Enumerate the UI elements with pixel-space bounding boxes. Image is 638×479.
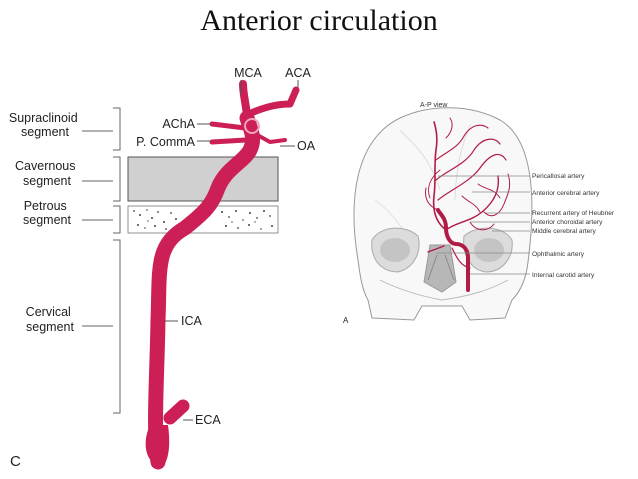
oa-label: OA [297,139,316,153]
segment-leader-lines [82,130,113,327]
label-ophthalmic-artery: Ophthalmic artery [532,251,585,258]
label-middle-cerebral-artery: Middle cerebral artery [532,228,596,235]
supraclinoid-label: Supraclinoid segment [9,111,81,139]
vessel-leader-lines [165,80,299,421]
petrous-label: Petrous segment [23,199,71,227]
acha-label: AChA [162,117,195,131]
slide-title: Anterior circulation [200,4,438,37]
cavernous-label: Cavernous segment [15,159,79,188]
label-recurrent-artery-of-heubner: Recurrent artery of Heubner [532,210,615,217]
label-anterior-cerebral-artery: Anterior cerebral artery [532,190,600,197]
ica-label: ICA [181,314,203,328]
mca-label: MCA [234,66,262,80]
cervical-label: Cervical segment [26,305,75,334]
panel-letter-a: A [343,316,349,325]
panel-letter-c: C [10,453,21,470]
label-internal-carotid-artery: Internal carotid artery [532,272,595,279]
eca-label: ECA [195,413,221,427]
petrous-texture [133,209,273,230]
aca-label: ACA [285,66,311,80]
ap-view-label: A-P view [420,102,448,109]
label-pericallosal-artery: Pericallosal artery [532,173,585,180]
right-figure-labels: Pericallosal artery Anterior cerebral ar… [532,173,615,279]
cavernous-band [127,156,279,202]
cerebral-arteries [425,117,511,292]
label-anterior-choroidal-artery: Anterior choroidal artery [532,219,603,226]
right-leader-lines [436,175,530,275]
pcomm-label: P. CommA [136,135,195,149]
internal-carotid-artery [145,80,300,470]
segment-brackets [113,107,121,414]
